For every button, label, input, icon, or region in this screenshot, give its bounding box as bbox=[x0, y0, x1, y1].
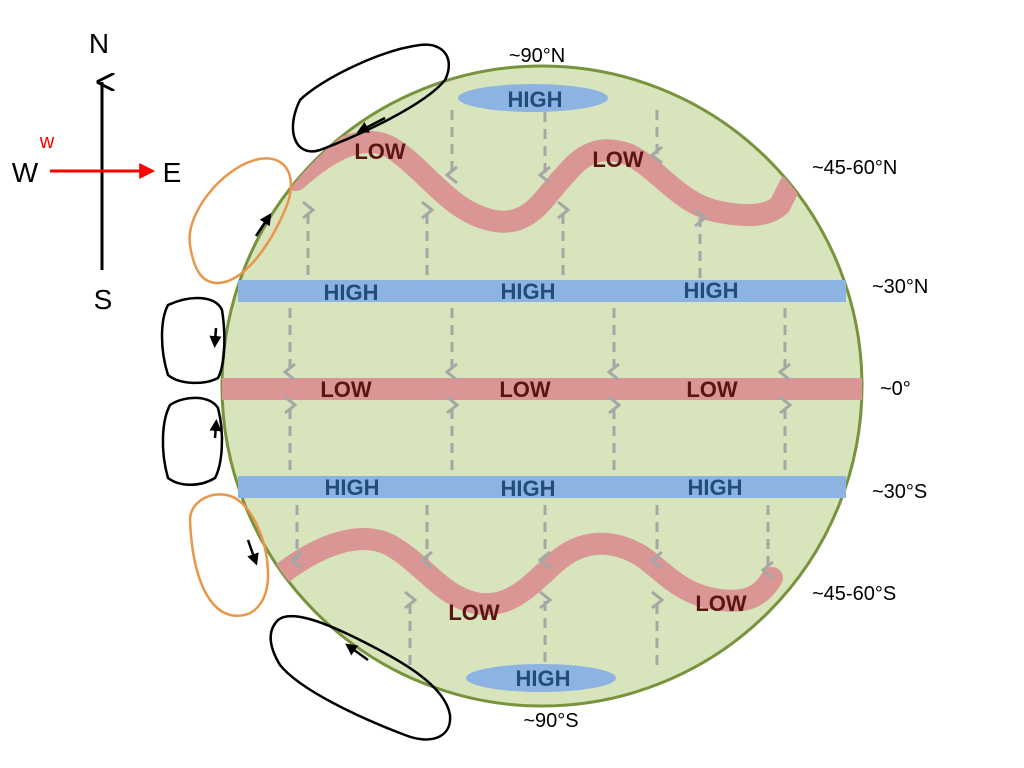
subtropical-high-band-south bbox=[238, 476, 846, 498]
latitude-label-30n: ~30°N bbox=[872, 276, 928, 298]
zone-label-low: LOW bbox=[354, 139, 406, 164]
subpolar-low-band-south bbox=[273, 528, 783, 616]
hadley-cell-north bbox=[160, 296, 226, 385]
zone-label-low: LOW bbox=[499, 377, 551, 402]
zone-label-high: HIGH bbox=[684, 278, 739, 303]
compass: N S W E w bbox=[12, 28, 182, 315]
zone-label-low: LOW bbox=[686, 377, 738, 402]
subpolar-low-band-north bbox=[285, 131, 801, 233]
zone-label-low: LOW bbox=[592, 147, 644, 172]
zone-label-low: LOW bbox=[320, 377, 372, 402]
zone-label-high: HIGH bbox=[325, 475, 380, 500]
latitude-label-equator: ~0° bbox=[880, 378, 911, 400]
latitude-label-30s: ~30°S bbox=[872, 481, 927, 503]
polar-high-north bbox=[458, 84, 608, 112]
equatorial-low-band bbox=[222, 378, 862, 400]
compass-north-label: N bbox=[89, 28, 109, 59]
circulation-cells bbox=[160, 43, 452, 741]
hadley-cell-south bbox=[161, 396, 224, 486]
polar-cell-south bbox=[269, 614, 452, 741]
latitude-label-90s: ~90°S bbox=[523, 710, 578, 732]
compass-east-label: E bbox=[163, 157, 182, 188]
subtropical-high-band-north bbox=[238, 280, 846, 302]
polar-cell-north bbox=[291, 43, 451, 153]
zone-label-high: HIGH bbox=[501, 476, 556, 501]
compass-wind-label: w bbox=[39, 131, 55, 153]
zone-labels: HIGH LOW LOW HIGH HIGH HIGH LOW LOW LOW … bbox=[320, 87, 747, 691]
zone-label-high: HIGH bbox=[501, 279, 556, 304]
compass-south-label: S bbox=[94, 284, 113, 315]
zone-label-high: HIGH bbox=[324, 280, 379, 305]
cell-arrow bbox=[345, 643, 369, 662]
zone-label-high: HIGH bbox=[516, 666, 571, 691]
zone-label-high: HIGH bbox=[688, 475, 743, 500]
ferrel-cell-south bbox=[188, 493, 270, 618]
latitude-label-45-60s: ~45-60°S bbox=[812, 583, 896, 605]
cell-arrow bbox=[246, 539, 259, 566]
cell-arrow bbox=[254, 213, 272, 237]
zone-label-high: HIGH bbox=[508, 87, 563, 112]
cell-arrow bbox=[356, 116, 386, 133]
latitude-label-45-60n: ~45-60°N bbox=[812, 157, 897, 179]
latitude-label-90n: ~90°N bbox=[509, 45, 565, 67]
latitude-labels: ~90°N ~45-60°N ~30°N ~0° ~30°S ~45-60°S … bbox=[509, 45, 929, 732]
circulation-arrows bbox=[290, 110, 785, 665]
pressure-bands bbox=[273, 131, 801, 616]
polar-high-south bbox=[466, 664, 616, 692]
ferrel-cell-north bbox=[188, 157, 293, 285]
zone-label-low: LOW bbox=[695, 591, 747, 616]
cell-arrow bbox=[209, 419, 222, 439]
cell-arrow bbox=[209, 327, 222, 348]
compass-west-label: W bbox=[12, 157, 39, 188]
zone-label-low: LOW bbox=[448, 600, 500, 625]
